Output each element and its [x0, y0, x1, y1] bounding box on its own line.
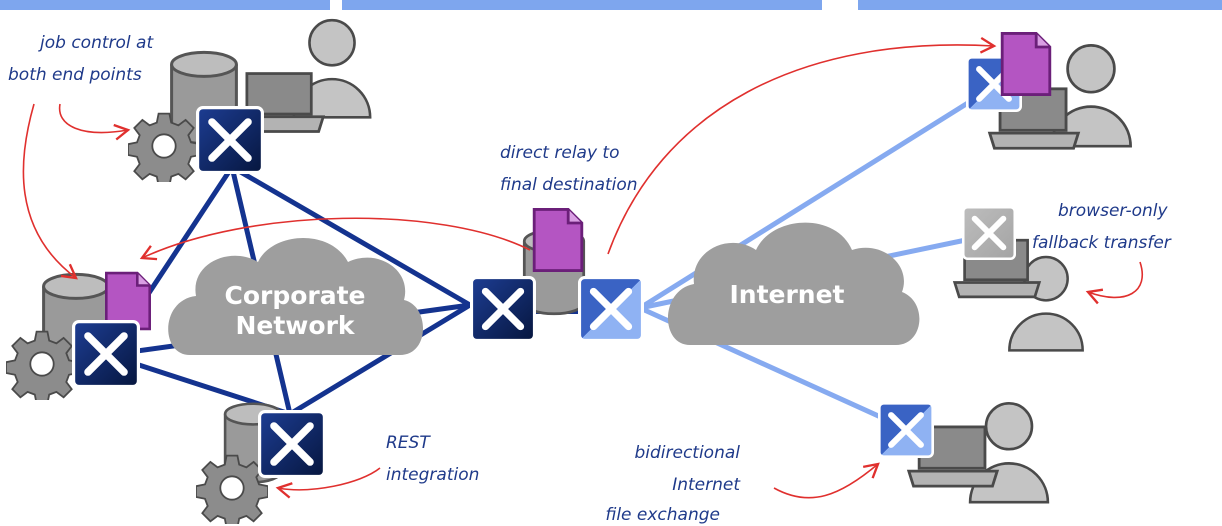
arrow-bidirectional: [773, 462, 880, 499]
internet-cloud: Internet: [667, 222, 920, 345]
endpoint-top-right: [967, 31, 1133, 150]
endpoint-bottom-right: [879, 401, 1050, 504]
relay: [472, 207, 643, 341]
top-bar-left: [0, 0, 330, 10]
arrow-job-control-top: [58, 103, 131, 141]
annotation-rest-line2: integration: [386, 465, 479, 485]
annotation-bidirectional: bidirectional Internet file exchange: [605, 443, 741, 525]
endpoint-top-left: [128, 18, 372, 182]
gear-icon: [128, 112, 200, 182]
node-relay-internal-icon: [472, 278, 535, 341]
node-left-icon: [74, 322, 139, 387]
corporate-network-label-line1: Corporate: [224, 281, 365, 310]
annotation-rest-line1: REST: [386, 433, 431, 453]
annotation-job-control-line2: both end points: [8, 65, 142, 85]
gear-icon: [6, 330, 78, 400]
document-icon: [532, 207, 584, 273]
annotation-direct-relay-line2: final destination: [500, 175, 638, 195]
annotation-direct-relay: direct relay to final destination: [500, 143, 638, 195]
annotation-bidirectional-line2: Internet: [672, 475, 741, 495]
corporate-network-cloud: Corporate Network: [168, 237, 424, 355]
annotation-browser-only-line1: browser-only: [1058, 201, 1168, 221]
arrow-rest: [275, 467, 381, 499]
annotation-job-control-line1: job control at: [38, 33, 154, 53]
top-bar-middle: [342, 0, 822, 10]
annotation-browser-only: browser-only fallback transfer: [1032, 201, 1172, 253]
node-bottom-right-icon: [879, 403, 932, 456]
annotation-browser-only-line2: fallback transfer: [1032, 233, 1172, 253]
node-top-left-icon: [198, 108, 263, 173]
annotation-direct-relay-line1: direct relay to: [500, 143, 620, 163]
arrow-job-control-left: [22, 103, 78, 280]
node-bottom-icon: [260, 412, 325, 477]
endpoint-bottom: [196, 402, 325, 524]
corporate-network-label-line2: Network: [235, 311, 355, 340]
arrow-direct-relay-right: [607, 36, 997, 255]
annotation-rest: REST integration: [386, 433, 479, 485]
gear-icon: [196, 454, 268, 524]
internet-label: Internet: [729, 280, 844, 309]
annotation-bidirectional-line1: bidirectional: [634, 443, 740, 463]
annotation-job-control: job control at both end points: [8, 33, 154, 85]
annotation-bidirectional-line3: file exchange: [605, 505, 720, 525]
node-browser-icon: [963, 207, 1014, 258]
top-bar-right: [858, 0, 1222, 10]
document-icon: [1000, 31, 1052, 97]
arrow-browser-only: [1085, 261, 1143, 305]
endpoint-left: [6, 271, 152, 400]
arrow-direct-relay-left: [139, 217, 531, 261]
endpoint-browser-only: [953, 207, 1085, 352]
annotation-arrows: [22, 36, 1143, 499]
node-relay-dmz-icon: [580, 278, 643, 341]
